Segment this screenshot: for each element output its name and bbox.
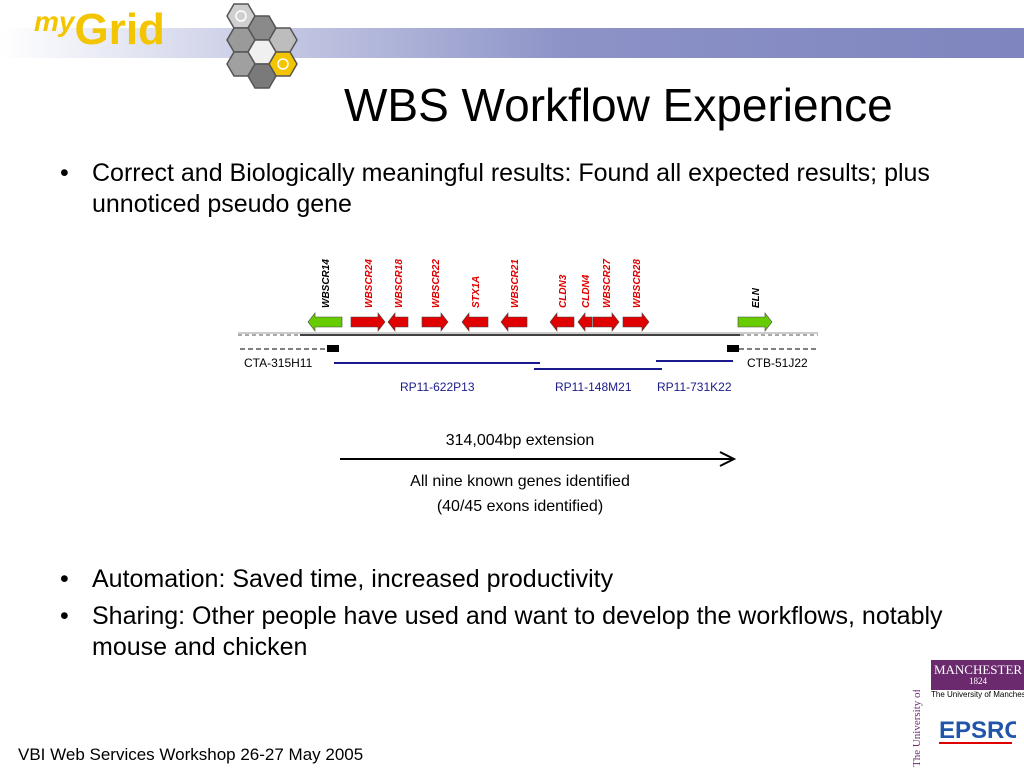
gene-arrow	[307, 312, 343, 332]
clone-label-right: CTB-51J22	[747, 356, 808, 370]
bullet-text: Automation: Saved time, increased produc…	[92, 565, 614, 593]
result-line-2: (40/45 exons identified)	[437, 498, 603, 515]
uom-vertical-text: The University of Manchester	[911, 690, 923, 767]
epsrc-logo: EPSRC	[936, 710, 1016, 750]
gene-arrow	[350, 312, 386, 332]
bullet-text: Sharing: Other people have used and want…	[92, 602, 943, 661]
clone-label-blue-3: RP11-731K22	[657, 380, 732, 394]
uom-small-text: The University of Manchester	[931, 690, 1024, 699]
gene-label: ELN	[751, 287, 762, 308]
clone-left-marker	[327, 345, 339, 352]
bullet-marker: •	[60, 159, 69, 187]
slide-title: WBS Workflow Experience	[344, 79, 893, 131]
clone-label-blue-2: RP11-148M21	[555, 380, 632, 394]
header-band	[0, 28, 1024, 58]
bullet-marker: •	[60, 602, 69, 630]
gene-label: WBSCR27	[602, 259, 613, 308]
gene-map-diagram: WBSCR14 WBSCR24 WBSCR18 WBSCR22 STX1A WBSCR21…	[238, 259, 818, 515]
gene-arrow	[592, 312, 620, 332]
gene-arrow	[387, 312, 409, 332]
gene-label: WBSCR24	[364, 259, 375, 308]
bullet-text: Correct and Biologically meaningful resu…	[92, 159, 930, 218]
gene-arrow	[622, 312, 650, 332]
epsrc-logo-text: EPSRC	[939, 717, 1016, 744]
gene-label: WBSCR14	[321, 259, 332, 308]
hexagon-logo-icon	[226, 3, 298, 89]
bullet-item: • Automation: Saved time, increased produ…	[60, 564, 990, 595]
gene-label: WBSCR21	[510, 259, 521, 308]
gene-label: WBSCR18	[394, 259, 405, 308]
extension-arrow-head	[719, 451, 737, 467]
clone-label-left: CTA-315H11	[244, 356, 313, 370]
logo-grid-text: Grid	[74, 5, 165, 54]
gene-label: CLDN4	[581, 274, 592, 308]
gene-label: CLDN3	[558, 274, 569, 308]
manchester-logo-text: MANCHESTER	[933, 662, 1023, 677]
logo-my-text: my	[34, 6, 75, 37]
gene-arrow	[461, 312, 489, 332]
gene-label: WBSCR22	[431, 259, 442, 308]
gene-arrow	[421, 312, 449, 332]
manchester-logo: MANCHESTER 1824	[931, 660, 1024, 690]
bullet-list-bottom: • Automation: Saved time, increased produ…	[60, 564, 990, 669]
footer-text: VBI Web Services Workshop 26-27 May 2005	[18, 745, 364, 764]
gene-label: WBSCR28	[632, 259, 643, 308]
gene-arrow	[500, 312, 528, 332]
clone-right-marker	[727, 345, 739, 352]
mygrid-logo: myGrid	[34, 8, 165, 52]
bullet-list-top: • Correct and Biologically meaningful res…	[60, 158, 990, 226]
extension-label: 314,004bp extension	[446, 432, 595, 449]
uom-vertical-logo: The University of Manchester	[911, 690, 923, 767]
result-line-1: All nine known genes identified	[410, 473, 630, 490]
manchester-year: 1824	[969, 676, 987, 686]
gene-label: STX1A	[471, 276, 482, 308]
bullet-item: • Correct and Biologically meaningful res…	[60, 158, 990, 220]
gene-arrow	[737, 312, 773, 332]
bullet-marker: •	[60, 565, 69, 593]
gene-arrow	[549, 312, 575, 332]
bullet-item: • Sharing: Other people have used and wan…	[60, 601, 990, 663]
gene-arrow	[577, 312, 593, 332]
clone-label-blue-1: RP11-622P13	[400, 380, 475, 394]
